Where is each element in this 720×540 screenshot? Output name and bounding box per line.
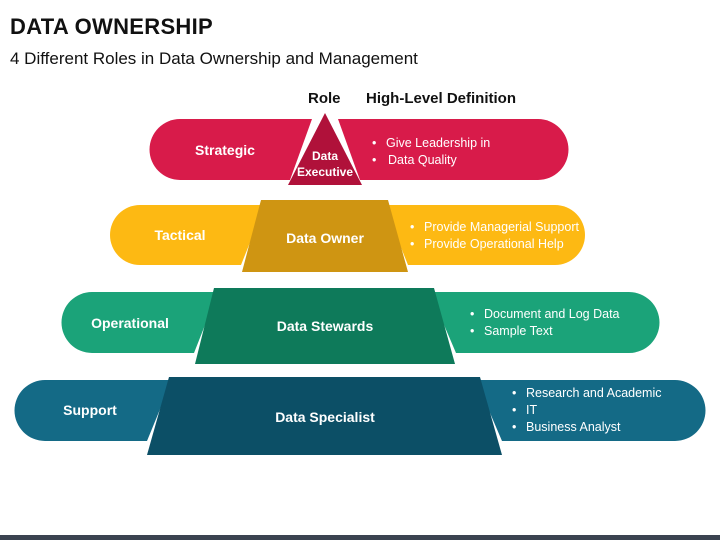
footer-bar xyxy=(0,535,720,540)
definition-item: Provide Managerial Support xyxy=(408,219,579,236)
page-subtitle: 4 Different Roles in Data Ownership and … xyxy=(10,49,418,68)
definition-item: Data Quality xyxy=(370,152,490,169)
strategic-left-pill xyxy=(149,119,312,180)
role-label-data-executive-line2: Executive xyxy=(296,165,354,179)
operational-left-pill xyxy=(61,292,218,353)
level-label-strategic: Strategic xyxy=(195,141,255,158)
definition-item: Sample Text xyxy=(468,323,620,340)
definition-item: Document and Log Data xyxy=(468,306,620,323)
definition-list-tactical: Provide Managerial Support Provide Opera… xyxy=(408,219,579,253)
definition-item: Business Analyst xyxy=(510,419,662,436)
level-label-tactical: Tactical xyxy=(154,226,206,243)
level-label-support: Support xyxy=(63,401,117,418)
data-stewards-trapezoid xyxy=(195,288,455,364)
definition-item: Give Leadership in xyxy=(370,135,490,152)
role-label-data-stewards: Data Stewards xyxy=(276,317,374,334)
support-left-pill xyxy=(14,380,172,441)
definition-header: High-Level Definition xyxy=(366,90,516,107)
data-specialist-trapezoid xyxy=(147,377,502,455)
role-label-data-executive: Data Executive xyxy=(290,146,360,182)
data-owner-trapezoid xyxy=(242,200,408,272)
definition-list-strategic: Give Leadership in Data Quality xyxy=(370,135,490,169)
role-label-data-executive-line1: Data xyxy=(311,149,338,163)
definition-item: Provide Operational Help xyxy=(408,236,579,253)
role-header: Role xyxy=(308,90,341,107)
definition-list-operational: Document and Log Data Sample Text xyxy=(468,306,620,340)
definition-item: Research and Academic xyxy=(510,385,662,402)
role-label-data-specialist: Data Specialist xyxy=(275,408,375,425)
role-label-data-owner: Data Owner xyxy=(286,229,364,246)
page-title: DATA OWNERSHIP xyxy=(10,14,214,39)
definition-item: IT xyxy=(510,402,662,419)
level-label-operational: Operational xyxy=(91,314,169,331)
definition-list-support: Research and Academic IT Business Analys… xyxy=(510,385,662,436)
tactical-left-pill xyxy=(110,205,265,265)
data-executive-triangle xyxy=(288,113,362,185)
